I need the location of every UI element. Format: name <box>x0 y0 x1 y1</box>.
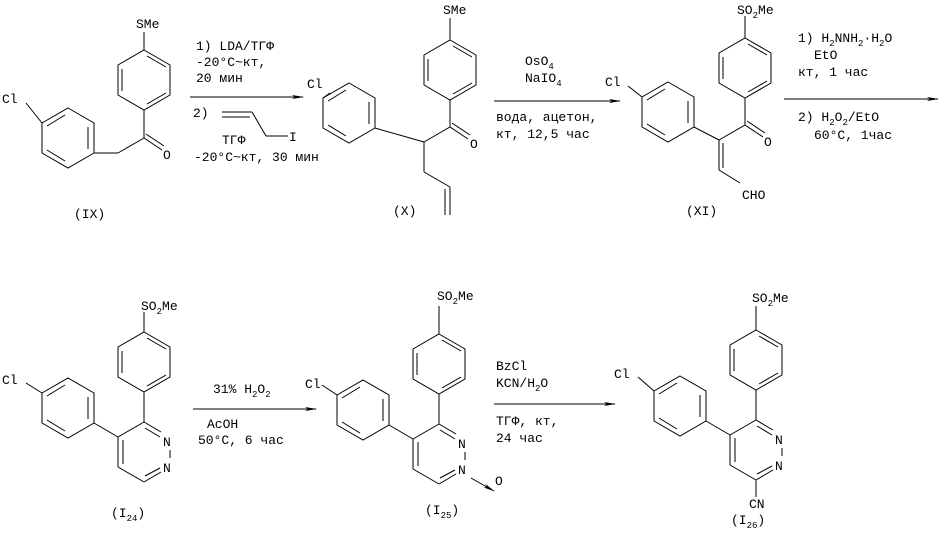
condition-text: вода, ацетон, <box>496 110 597 125</box>
chloro-label: Cl <box>307 77 323 92</box>
condition-text: ТГФ, кт, <box>496 414 558 429</box>
pyridazine-ring <box>117 421 171 483</box>
condition-text: 60°C, 1час <box>814 128 892 143</box>
smethyl-label: SMe <box>136 17 159 32</box>
allyl-iodide-structure <box>222 111 288 137</box>
compound-label: (I25) <box>425 503 459 521</box>
chlorophenyl-ring <box>25 377 119 439</box>
nitrogen-label: N <box>163 461 171 476</box>
chloro-label: Cl <box>2 92 18 107</box>
compound-label: (XI) <box>686 204 717 219</box>
nitrogen-oxide-label: N <box>458 463 466 478</box>
enal-chain <box>718 140 741 184</box>
aldehyde-label: CHO <box>742 188 766 203</box>
nitrile-label: CN <box>749 497 765 512</box>
reaction-arrow-5: BzCl KCN/H2O ТГФ, кт, 24 час <box>494 359 616 446</box>
methylsulfonylphenyl-ring <box>718 16 772 141</box>
compound-label: (IX) <box>74 207 105 222</box>
compound-x: SMe Cl O (X) <box>307 3 478 219</box>
compound-i24: SO2Me Cl N N (I24) <box>2 299 178 524</box>
condition-text: -20°C~кт, <box>196 55 266 70</box>
compound-label: (I26) <box>731 513 765 531</box>
pyridazine-ring <box>729 419 783 497</box>
nitrogen-label: N <box>163 435 171 450</box>
chloro-label: Cl <box>605 75 621 90</box>
reagent-potassium-cyanide: KCN/H2O <box>496 376 548 394</box>
chlorophenyl-ring <box>322 82 425 144</box>
chlorophenyl-ring <box>25 102 118 169</box>
condition-text: BzCl <box>496 359 527 374</box>
chloro-label: Cl <box>614 367 630 382</box>
reaction-arrow-3: 1) H2NNH2·H2O EtO кт, 1 час 2) H2O2/EtO … <box>784 31 939 143</box>
methylsulfonyl-label: SO2Me <box>737 3 774 21</box>
compound-i25: SO2Me Cl N N O (I25) <box>305 289 503 521</box>
iodine-label: I <box>289 130 297 145</box>
compound-ix: SMe Cl O (IX) <box>2 17 171 222</box>
pyridazine-n-oxide-ring <box>412 423 495 492</box>
reagent-hydrazine-hydrate: 1) H2NNH2·H2O <box>798 31 892 49</box>
compound-i26: SO2Me Cl N N CN (I26) <box>614 291 789 531</box>
condition-text: AcOH <box>207 417 238 432</box>
condition-text: 50°C, 6 час <box>198 433 284 448</box>
reagent-hydrogen-peroxide: 31% H2O2 <box>213 382 271 400</box>
reagent-hydrogen-peroxide: 2) H2O2/EtO <box>798 110 879 128</box>
condition-text: -20°C~кт, 30 мин <box>194 150 319 165</box>
benzene-ring <box>117 32 171 154</box>
compound-xi: SO2Me Cl O CHO (XI) <box>605 3 774 219</box>
allyl-chain <box>423 142 451 215</box>
carbonyl-oxygen-label: O <box>470 137 478 152</box>
chlorophenyl-ring <box>637 375 731 437</box>
nitrogen-label: N <box>775 459 783 474</box>
benzene-ring <box>423 18 477 143</box>
condition-text: 24 час <box>496 431 543 446</box>
condition-text: 2) <box>193 106 209 121</box>
condition-text: 20 мин <box>196 71 243 86</box>
reagent-sodium-periodate: NaIO4 <box>525 71 562 89</box>
reaction-arrow-2: OsO4 NaIO4 вода, ацетон, кт, 12,5 час <box>494 54 621 142</box>
methylsulfonylphenyl-ring <box>412 306 466 424</box>
condition-text: EtO <box>814 48 838 63</box>
methylsulfonyl-label: SO2Me <box>141 299 178 317</box>
reaction-arrow-4: 31% H2O2 AcOH 50°C, 6 час <box>193 382 317 448</box>
condition-text: кт, 12,5 час <box>496 127 590 142</box>
nitrogen-label: N <box>775 433 783 448</box>
compound-label: (X) <box>393 204 416 219</box>
reagent-osmium-tetroxide: OsO4 <box>525 54 554 72</box>
methylsulfonyl-label: SO2Me <box>437 289 474 307</box>
condition-text: кт, 1 час <box>798 65 868 80</box>
methylsulfonylphenyl-ring <box>729 306 783 420</box>
chloro-label: Cl <box>305 377 321 392</box>
carbonyl-oxygen-label: O <box>764 135 772 150</box>
condition-text: 1) LDA/ТГФ <box>196 39 274 54</box>
methylsulfonylphenyl-ring <box>117 312 171 422</box>
compound-label: (I24) <box>111 506 145 524</box>
condition-text: ТГФ <box>222 133 246 148</box>
carbonyl-oxygen-label: O <box>163 148 171 163</box>
chlorophenyl-ring <box>321 379 414 441</box>
methylsulfonyl-label: SO2Me <box>752 291 789 309</box>
reaction-arrow-1: 1) LDA/ТГФ -20°C~кт, 20 мин 2) I ТГФ -20… <box>190 39 319 165</box>
smethyl-label: SMe <box>443 3 466 18</box>
chlorophenyl-ring <box>627 81 720 143</box>
chloro-label: Cl <box>2 373 18 388</box>
oxide-oxygen-label: O <box>495 474 503 489</box>
nitrogen-label: N <box>458 437 466 452</box>
